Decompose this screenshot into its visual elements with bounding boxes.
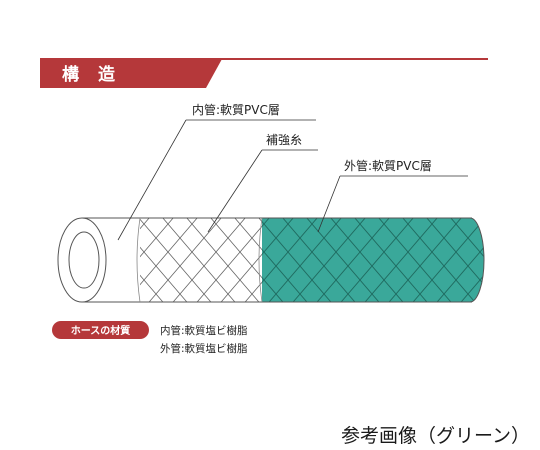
braid-start [136, 217, 141, 303]
header-banner [40, 59, 222, 88]
outer-layer-start [258, 217, 263, 303]
hose-bore [68, 231, 100, 289]
callouts: 内管:軟質PVC層 補強糸 外管:軟質PVC層 [117, 102, 468, 241]
reinforcement-braid [140, 218, 270, 302]
label-inner: 内管:軟質PVC層 [192, 102, 280, 117]
material-outer: 外管:軟質塩ビ樹脂 [160, 342, 248, 355]
hose-end-cap [469, 217, 485, 303]
material-badge [52, 321, 149, 339]
image-caption: 参考画像（グリーン） [340, 425, 530, 447]
outer-leader [317, 175, 341, 233]
label-reinforcement: 補強糸 [266, 133, 302, 147]
outer-layer [262, 218, 484, 302]
material-legend: ホースの材質 内管:軟質塩ビ樹脂 外管:軟質塩ビ樹脂 [52, 321, 248, 355]
label-outer: 外管:軟質PVC層 [344, 158, 432, 173]
reinforcement-leader [207, 149, 263, 233]
inner-leader [117, 119, 187, 241]
material-badge-label: ホースの材質 [71, 324, 131, 337]
hose-illustration [57, 217, 485, 303]
material-inner: 内管:軟質塩ビ樹脂 [160, 324, 248, 337]
header-title: 構 造 [62, 64, 116, 85]
section-header: 構 造 [40, 58, 488, 88]
